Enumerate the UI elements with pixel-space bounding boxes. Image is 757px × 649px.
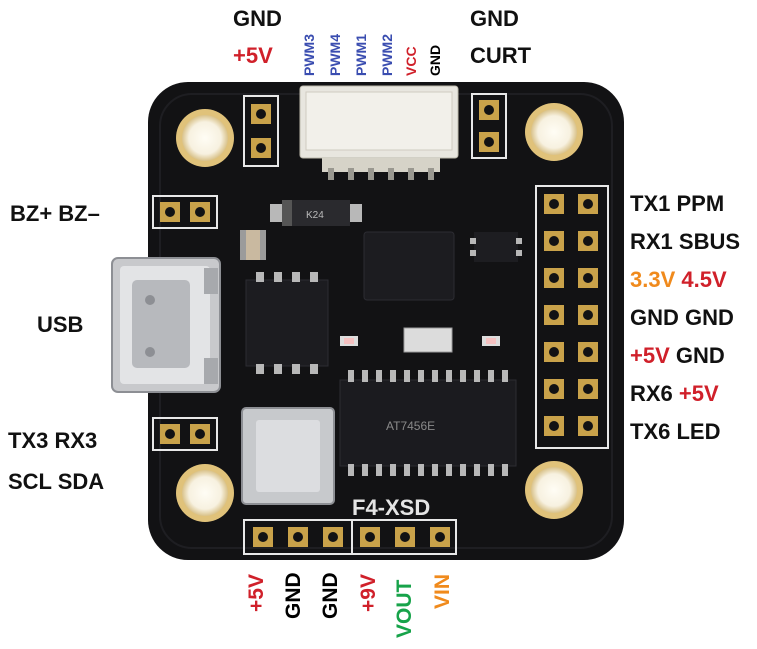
label-5v-rx6: +5V bbox=[678, 381, 719, 406]
label-led: LED bbox=[676, 419, 721, 444]
inductor bbox=[241, 407, 335, 505]
label-ppm: PPM bbox=[676, 191, 725, 216]
label-top-left-gnd: GND bbox=[233, 6, 282, 31]
crystal bbox=[403, 327, 453, 353]
label-sbus: SBUS bbox=[678, 229, 741, 254]
leds bbox=[340, 336, 500, 346]
label-vcc: VCC bbox=[403, 46, 419, 76]
label-pwm2: PWM2 bbox=[379, 34, 395, 76]
label-right-row2: RX1 SBUS bbox=[630, 231, 740, 253]
label-bottom-vin: VIN bbox=[431, 573, 454, 609]
label-pwm1: PWM1 bbox=[353, 34, 369, 76]
board-silk-name: F4-XSD bbox=[352, 495, 430, 520]
diode bbox=[270, 200, 362, 226]
pads-top-left bbox=[243, 95, 279, 167]
label-tx6: TX6 bbox=[630, 419, 671, 444]
label-sda: SDA bbox=[57, 469, 105, 494]
label-usb: USB bbox=[37, 312, 84, 337]
capacitor bbox=[240, 230, 266, 260]
osd-chip bbox=[339, 370, 517, 476]
label-pwm4: PWM4 bbox=[327, 34, 343, 76]
small-ic bbox=[470, 232, 522, 262]
label-right-row4: GND GND bbox=[630, 307, 734, 329]
label-top-left-5v: +5V bbox=[233, 43, 273, 68]
flash-chip bbox=[245, 272, 329, 374]
label-bottom-9v: +9V bbox=[357, 574, 380, 612]
label-bottom-vout: VOUT bbox=[393, 579, 416, 638]
imu-chip bbox=[363, 231, 455, 301]
label-scl: SCL bbox=[8, 469, 52, 494]
mounting-holes bbox=[176, 103, 583, 522]
label-bottom-5v: +5V bbox=[245, 574, 268, 612]
label-right-row7: TX6 LED bbox=[630, 421, 720, 443]
label-buzzer: BZ+ BZ– bbox=[10, 201, 100, 226]
label-bottom-gnd-1: GND bbox=[282, 572, 305, 619]
label-right-row3: 3.3V 4.5V bbox=[630, 269, 727, 291]
pads-uart3 bbox=[152, 417, 218, 451]
label-right-row5: +5V GND bbox=[630, 345, 725, 367]
label-gnd-right: GND bbox=[675, 343, 725, 368]
label-right-row6: RX6 +5V bbox=[630, 383, 719, 405]
label-bottom-gnd-2: GND bbox=[319, 572, 342, 619]
label-3v3: 3.3V bbox=[630, 267, 676, 292]
label-gnd-b: GND bbox=[685, 305, 734, 330]
label-tx3: TX3 bbox=[8, 428, 49, 453]
diode-mark: K24 bbox=[306, 210, 324, 221]
pads-buzzer bbox=[152, 195, 218, 229]
pads-top-right bbox=[471, 93, 507, 159]
pads-bottom bbox=[243, 519, 457, 555]
label-tx1: TX1 bbox=[630, 191, 671, 216]
label-5v-right: +5V bbox=[630, 343, 670, 368]
label-i2c-line: SCL SDA bbox=[8, 471, 104, 493]
label-connector-gnd: GND bbox=[427, 44, 443, 76]
label-rx3: RX3 bbox=[54, 428, 98, 453]
label-4v5: 4.5V bbox=[681, 267, 727, 292]
label-top-right-gnd: GND bbox=[470, 6, 519, 31]
top-connector bbox=[299, 85, 459, 180]
label-rx6: RX6 bbox=[630, 381, 673, 406]
label-gnd-a: GND bbox=[630, 305, 679, 330]
label-rx1: RX1 bbox=[630, 229, 673, 254]
label-top-right-curt: CURT bbox=[470, 43, 532, 68]
label-pwm3: PWM3 bbox=[301, 34, 317, 76]
osd-chip-mark: AT7456E bbox=[386, 419, 435, 433]
label-right-row1: TX1 PPM bbox=[630, 193, 724, 215]
label-uart3-line: TX3 RX3 bbox=[8, 430, 97, 452]
usb-connector bbox=[111, 257, 221, 393]
pads-right-header bbox=[535, 185, 609, 449]
